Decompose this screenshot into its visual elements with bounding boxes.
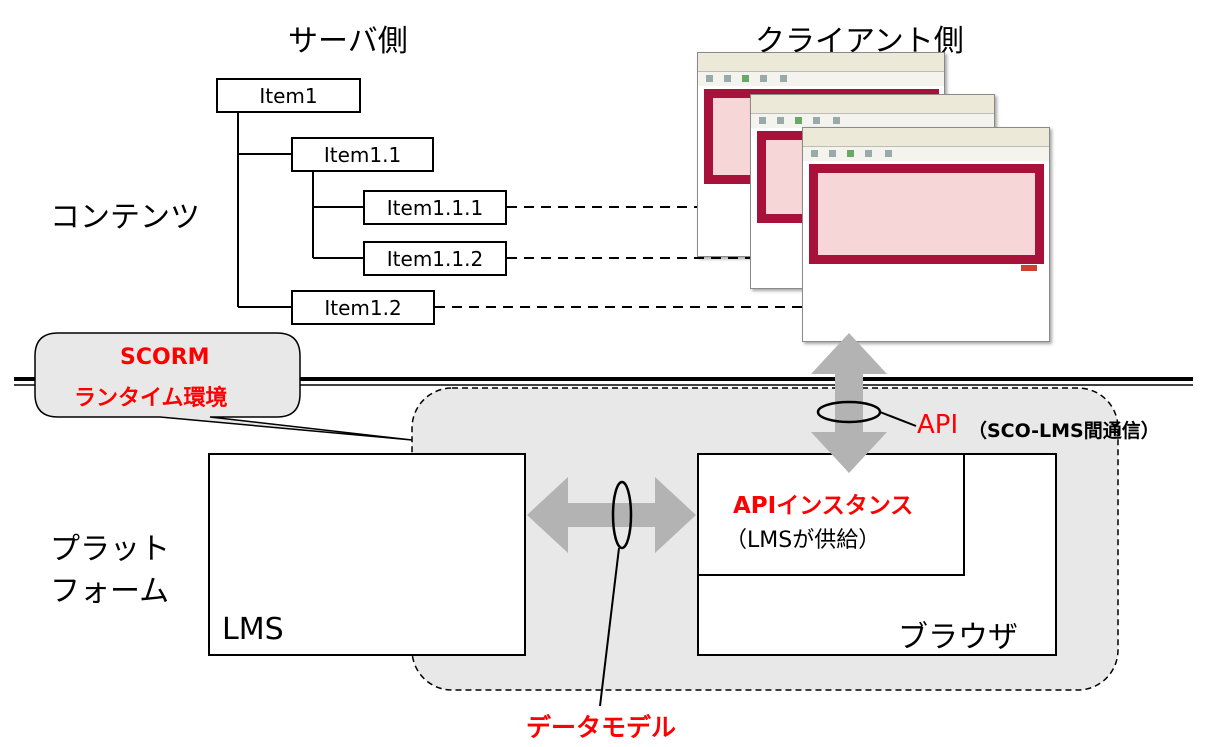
- lms-label: LMS: [222, 612, 284, 647]
- tree-item-item1-2: Item1.2: [291, 290, 435, 325]
- data-model-horizontal-arrow: [527, 477, 696, 553]
- api-instance-box: [697, 453, 965, 576]
- data-model-label: データモデル: [526, 713, 677, 742]
- callout-bubble: [34, 332, 413, 441]
- api-instance-title: APIインスタンス: [733, 493, 914, 519]
- callout-runtime-label: ランタイム環境: [74, 386, 228, 411]
- tree-item-item1-1-1: Item1.1.1: [363, 190, 507, 225]
- item-screen-links: [435, 206, 802, 308]
- callout-scorm-label: SCORM: [120, 345, 210, 370]
- tree-item-item1-1-2: Item1.1.2: [363, 241, 507, 276]
- tree-item-item1-1: Item1.1: [291, 137, 434, 172]
- lms-box: [208, 453, 526, 656]
- platform-label-line1: プラット: [50, 532, 170, 567]
- api-instance-subtitle: （LMSが供給）: [725, 528, 881, 553]
- tree-connectors: [237, 113, 363, 308]
- client-screenshot-3: [802, 127, 1050, 342]
- contents-label: コンテンツ: [50, 200, 200, 235]
- browser-label: ブラウザ: [898, 620, 1018, 655]
- data-model-ring: [611, 480, 633, 550]
- tree-item-item1: Item1: [216, 78, 361, 113]
- api-label: API: [917, 410, 959, 440]
- api-note: （SCO-LMS間通信）: [968, 420, 1160, 442]
- platform-label-line2: フォーム: [50, 574, 170, 609]
- server-side-heading: サーバ側: [288, 24, 408, 59]
